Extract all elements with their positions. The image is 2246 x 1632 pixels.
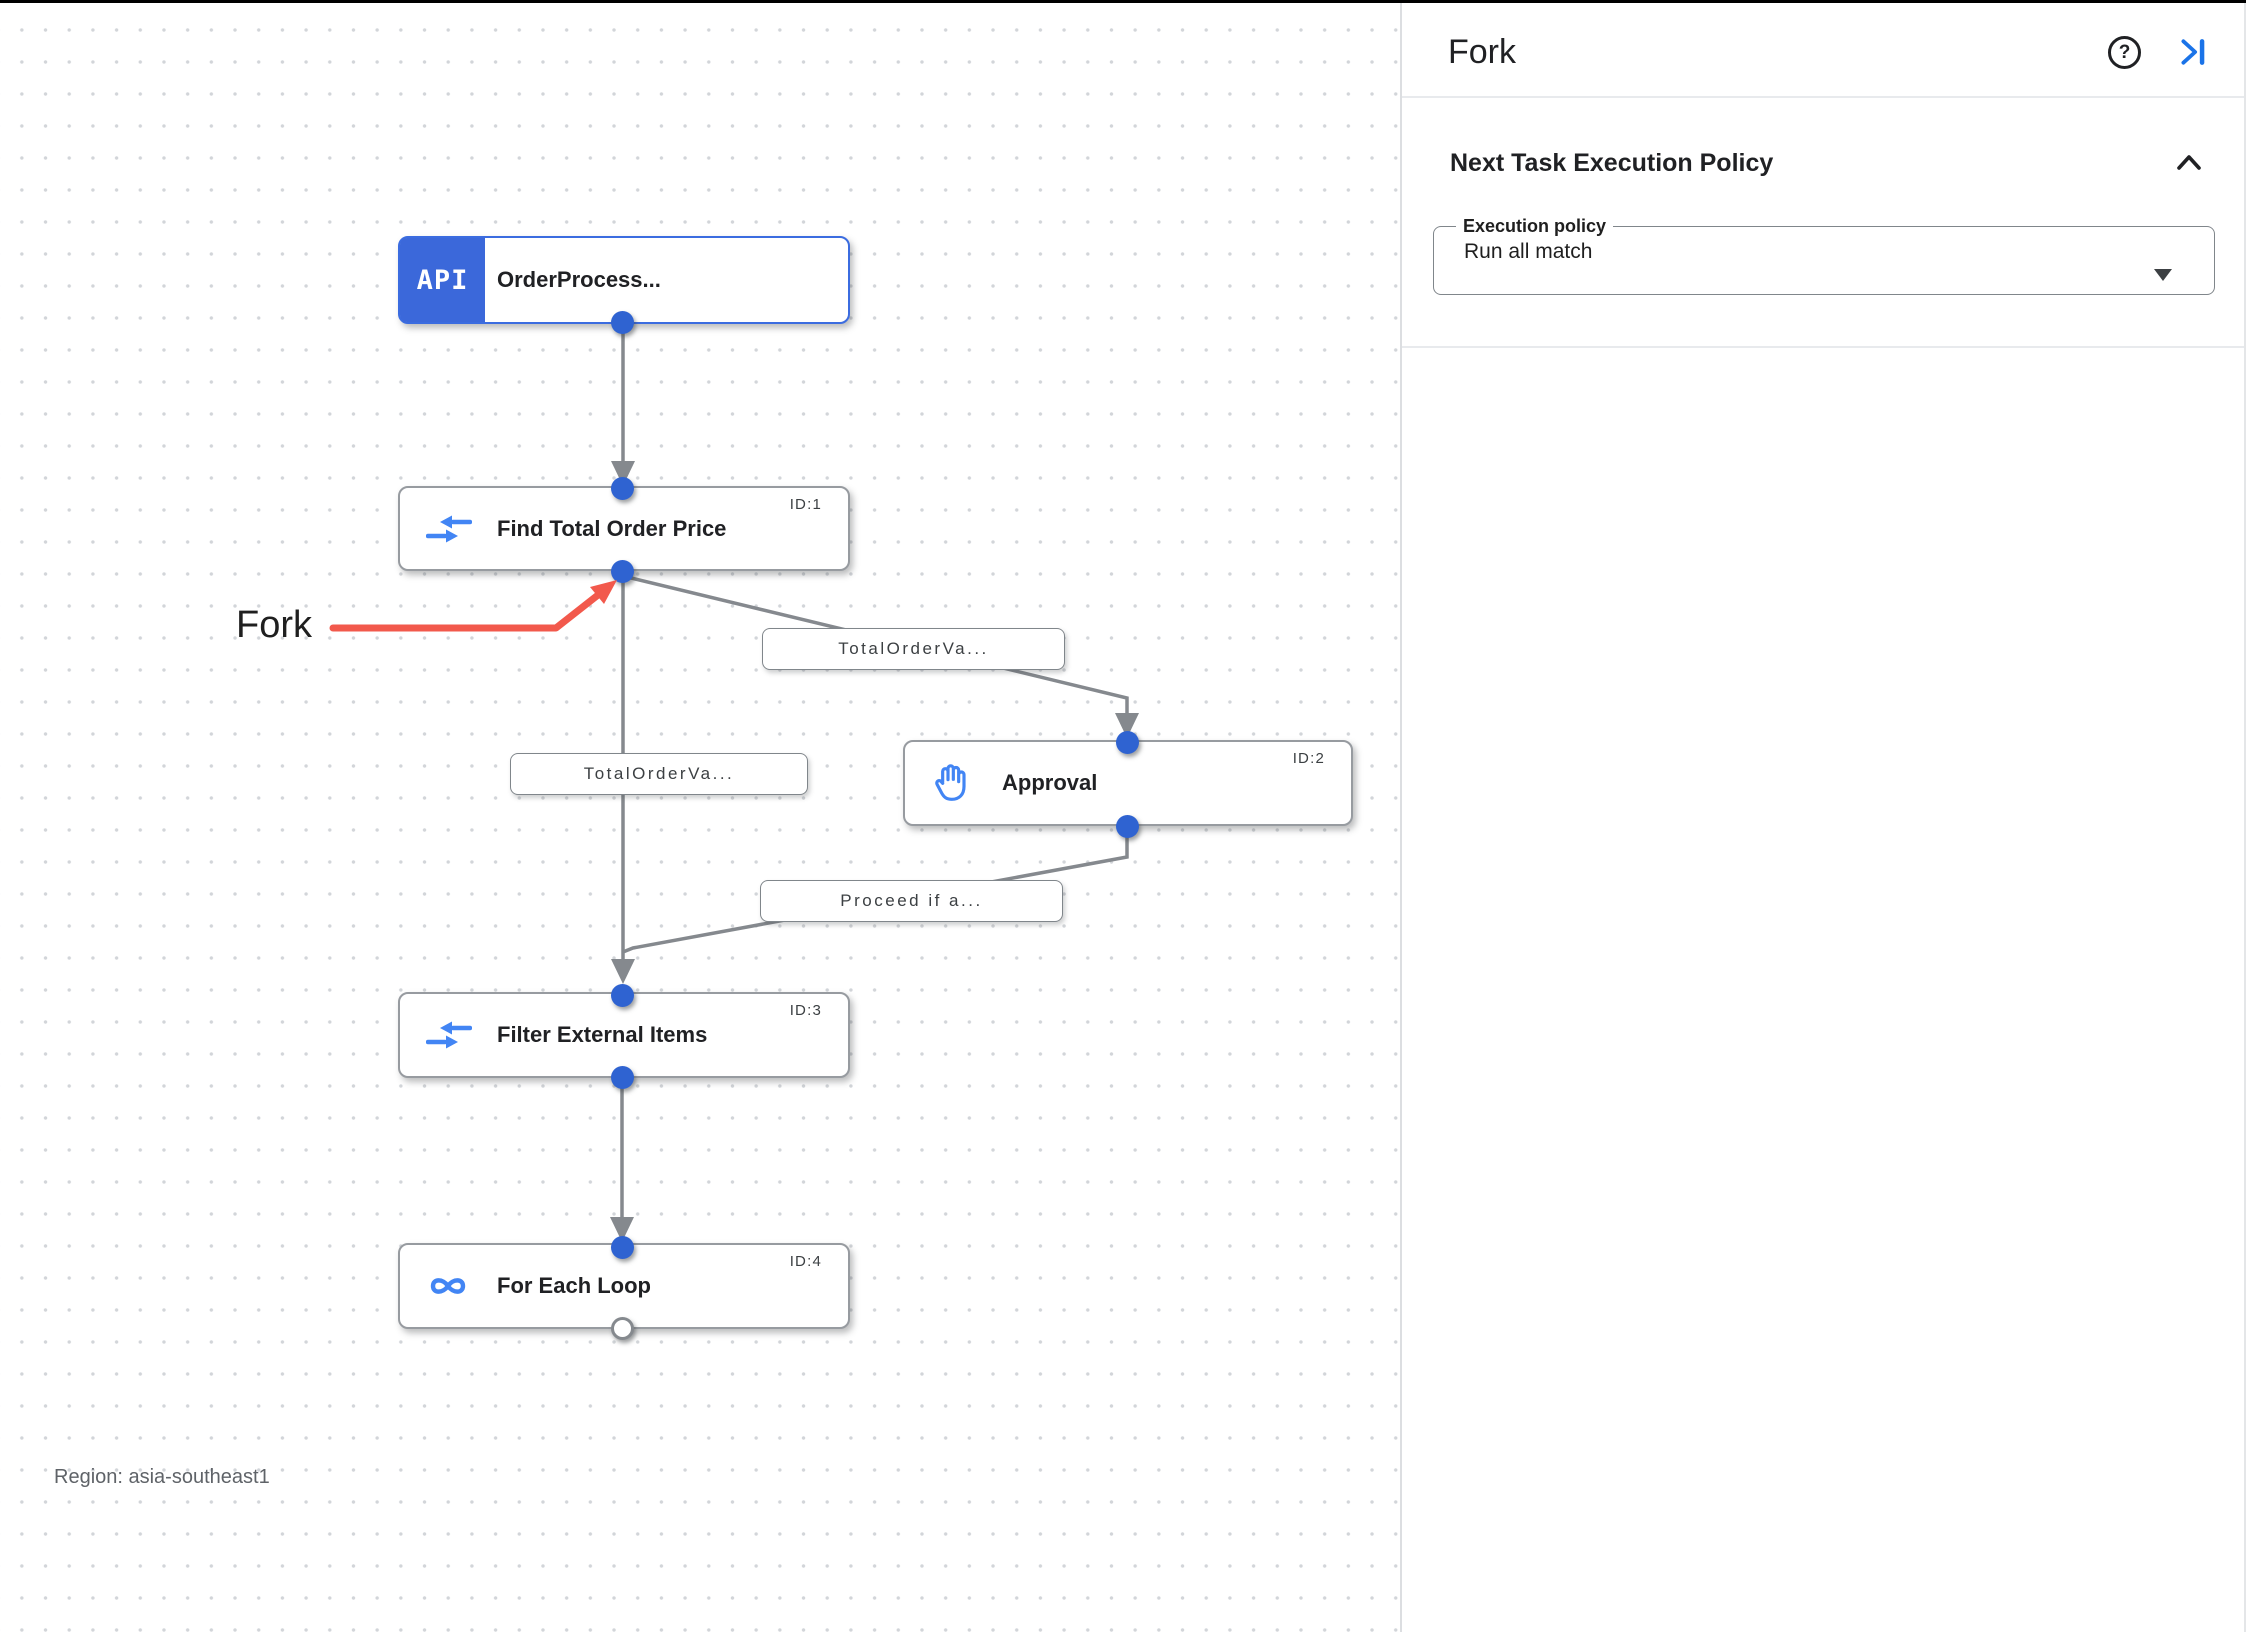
connection-port-empty[interactable] (611, 1317, 634, 1340)
for-each-loop-icon (430, 1278, 466, 1294)
node-title: OrderProcess... (497, 267, 661, 292)
chevron-up-icon[interactable] (2175, 153, 2203, 171)
execution-policy-label: Execution policy (1463, 216, 1607, 236)
region-label: Region: asia-southeast1 (54, 1466, 270, 1488)
api-trigger-icon: API (400, 238, 485, 322)
panel-title: Fork (1448, 33, 1516, 71)
connection-port[interactable] (611, 1066, 634, 1089)
edge-condition-label[interactable]: Proceed if a... (760, 880, 1063, 922)
node-title: Filter External Items (497, 1022, 708, 1047)
section-heading: Next Task Execution Policy (1450, 149, 1774, 177)
node-approval[interactable]: ID:2 Approval (903, 740, 1353, 826)
task-config-panel: Fork ? Next Task Execution Policy Execut… (1400, 0, 2246, 1632)
edge-condition-label[interactable]: TotalOrderVa... (510, 753, 808, 795)
connection-port-fork[interactable] (611, 560, 634, 583)
arrowhead (611, 959, 635, 984)
fork-annotation-label: Fork (236, 604, 312, 646)
fork-annotation-arrow (329, 580, 617, 632)
connection-port[interactable] (611, 984, 634, 1007)
dropdown-caret-icon (2154, 269, 2172, 281)
node-id-label: ID:4 (789, 1253, 822, 1270)
execution-policy-value: Run all match (1464, 240, 1593, 263)
node-id-label: ID:2 (1292, 750, 1325, 767)
help-question-glyph: ? (2118, 41, 2131, 63)
collapse-panel-icon[interactable] (2177, 37, 2209, 67)
data-mapping-icon (426, 1021, 472, 1049)
node-title: For Each Loop (497, 1273, 651, 1298)
execution-policy-select[interactable]: Execution policy Run all match (1433, 216, 2215, 295)
edge-condition-label[interactable]: TotalOrderVa... (762, 628, 1065, 670)
connection-port[interactable] (611, 477, 634, 500)
api-trigger-badge-label: API (416, 264, 469, 296)
connection-port[interactable] (1116, 815, 1139, 838)
approval-hand-icon (935, 764, 966, 801)
connection-port[interactable] (611, 1236, 634, 1259)
panel-header-divider (1402, 96, 2244, 98)
node-id-label: ID:1 (789, 496, 822, 513)
section-divider (1402, 346, 2244, 348)
window-top-edge (0, 0, 2246, 3)
connection-port[interactable] (611, 311, 634, 334)
workflow-canvas[interactable]: API OrderProcess... ID:1 Find Total Orde… (0, 0, 1400, 1632)
node-title: Approval (1002, 770, 1098, 795)
node-id-label: ID:3 (789, 1002, 822, 1019)
connection-port[interactable] (1116, 731, 1139, 754)
node-title: Find Total Order Price (497, 515, 727, 541)
data-mapping-icon (426, 515, 472, 542)
help-icon[interactable]: ? (2108, 36, 2141, 69)
